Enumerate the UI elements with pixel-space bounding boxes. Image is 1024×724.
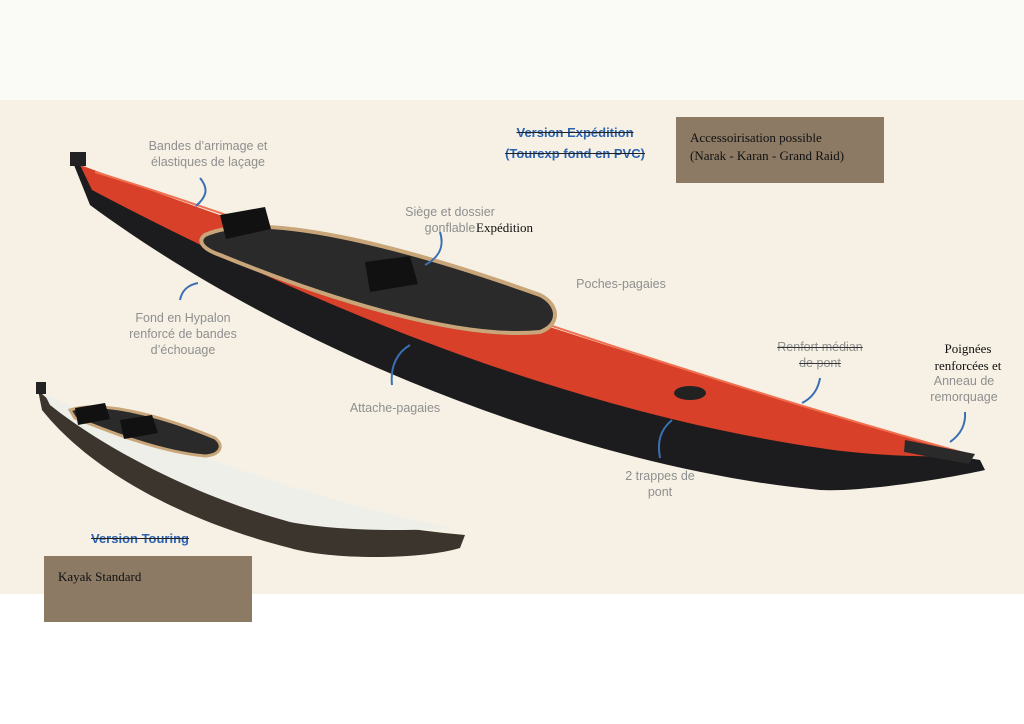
arrow-attache (390, 344, 411, 386)
label-renfort: Renfort médian de pont (777, 340, 863, 370)
accessories-box: Accessoirisation possible (Narak - Karan… (676, 117, 884, 183)
title-version-touring: Version Touring (91, 531, 189, 546)
standard-label: Kayak Standard (58, 569, 142, 584)
title-tourexp: (Tourexp fond en PVC) (505, 146, 645, 161)
label-siege-expedition: Expédition (476, 220, 534, 235)
top-faded-area (0, 0, 1024, 100)
standard-box: Kayak Standard (44, 556, 252, 622)
label-fond: Fond en Hypalon renforcé de bandes d’éch… (129, 311, 237, 357)
label-attache: Attache-pagaies (349, 401, 441, 415)
arrow-siege (424, 231, 443, 266)
arrow-renfort (801, 377, 821, 404)
arrow-anneau (949, 411, 967, 443)
label-poignees: Poignées renforcées et (934, 341, 1002, 373)
accessories-line2: (Narak - Karan - Grand Raid) (690, 148, 845, 163)
arrow-fond (179, 282, 199, 301)
label-bandes: Bandes d’arrimage et élastiques de laçag… (148, 139, 268, 169)
accessories-line1: Accessoirisation possible (690, 130, 822, 145)
arrow-bandes (195, 177, 207, 207)
label-poches: Poches-pagaies (576, 277, 666, 291)
label-anneau: Anneau de remorquage (930, 374, 998, 404)
arrow-trappes (657, 419, 673, 459)
label-siege: Siège et dossier gonflable (405, 205, 495, 235)
label-trappes: 2 trappes de pont (625, 469, 695, 499)
title-version-expedition: Version Expédition (516, 125, 634, 140)
touring-kayak (36, 382, 465, 557)
expedition-kayak (70, 152, 985, 491)
annotation-arrows (179, 177, 967, 459)
